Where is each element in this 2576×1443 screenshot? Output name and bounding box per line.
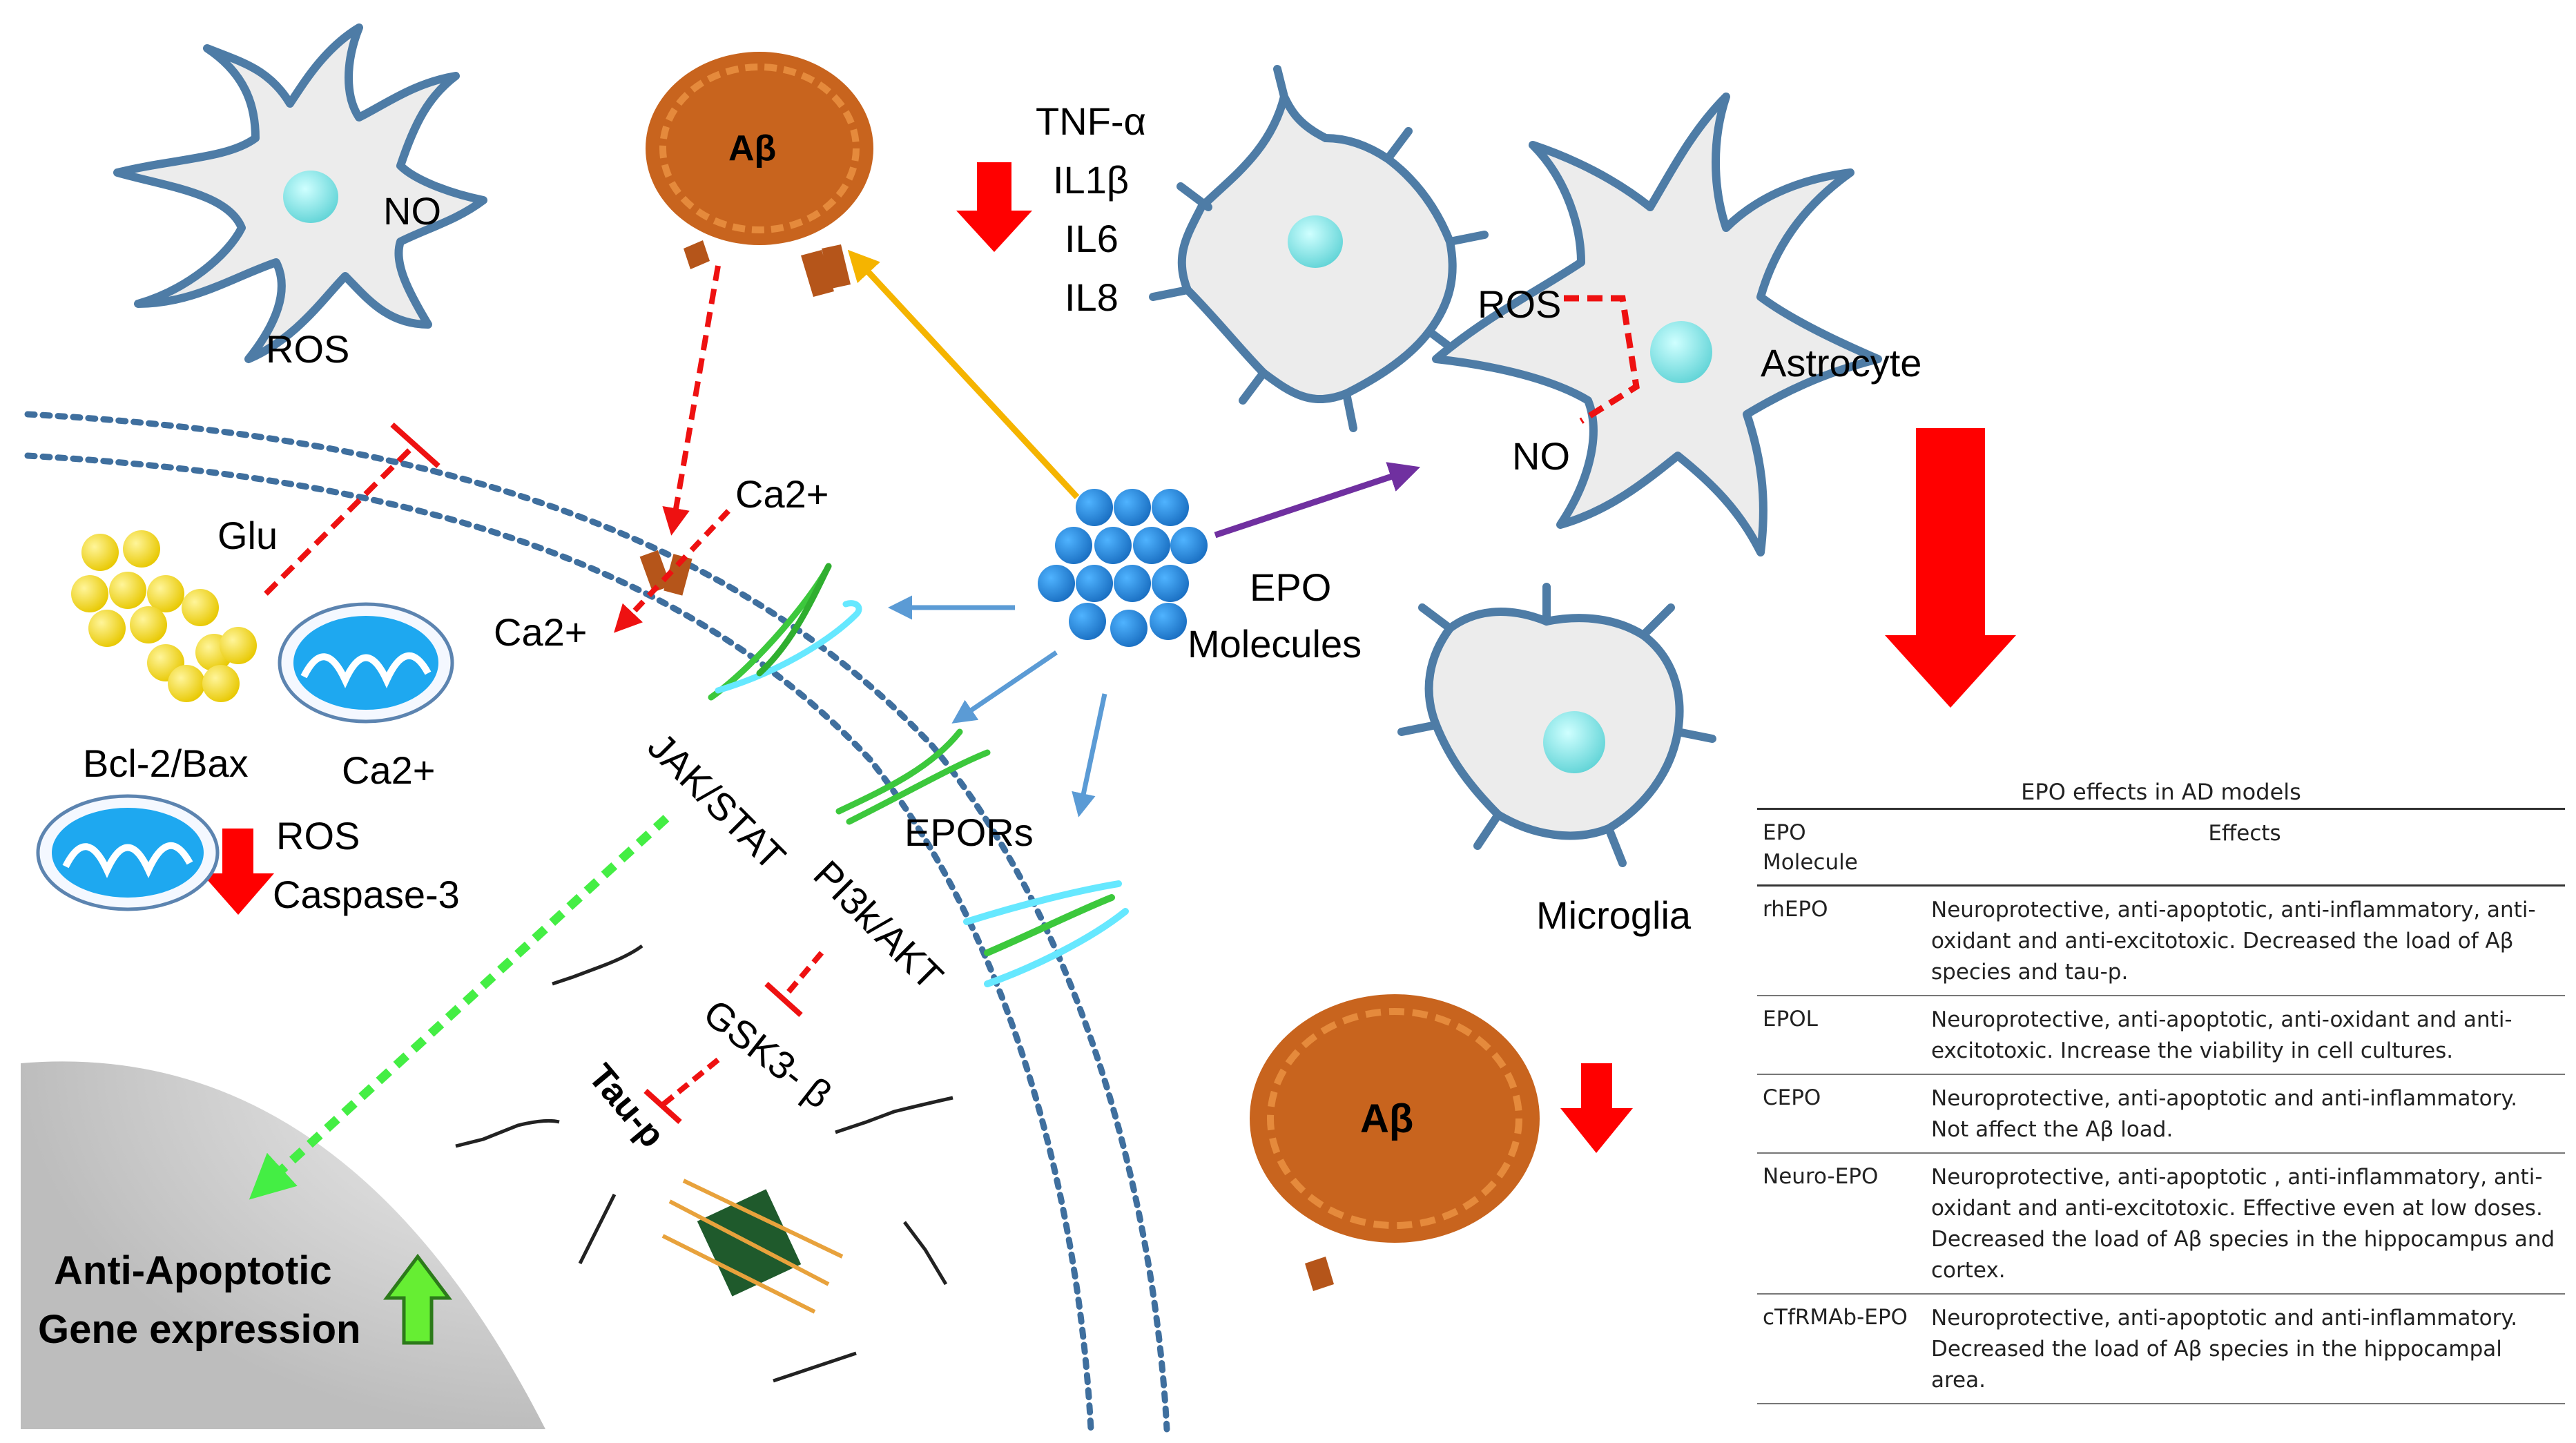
table-cell-molecule: EPOL bbox=[1763, 1007, 1818, 1032]
no-astrocyte-label: NO bbox=[1512, 434, 1570, 478]
table-cell-molecule: rhEPO bbox=[1763, 897, 1828, 922]
ros-mito-label: ROS bbox=[276, 814, 360, 858]
cytokine-il6-label: IL6 bbox=[1065, 217, 1118, 260]
cell-nucleus bbox=[21, 1061, 545, 1429]
epo-receptor-2 bbox=[835, 728, 991, 825]
amyloid-beta-top bbox=[646, 52, 873, 297]
cell-membrane bbox=[24, 411, 1170, 1433]
tau-fibrils bbox=[455, 944, 953, 1383]
table-cell-effects: Neuroprotective, anti-apoptotic, anti-ox… bbox=[1931, 1007, 2512, 1063]
amyloid-beta-bottom-label: Aβ bbox=[1360, 1096, 1413, 1141]
table-header-row: EPO Molecule Effects bbox=[1757, 810, 2565, 887]
ros-neuron-label: ROS bbox=[266, 327, 349, 371]
astrocyte-cell bbox=[1432, 93, 1882, 556]
cytokine-tnf-label: TNF-α bbox=[1036, 99, 1146, 143]
cytokine-il1b-label: IL1β bbox=[1053, 158, 1129, 202]
glutamate-inhibition bbox=[264, 423, 440, 596]
epo-molecules-cluster bbox=[1038, 489, 1208, 647]
jak-stat-label: JAK/STAT bbox=[640, 724, 795, 879]
gsk3b-label: GSK3- β bbox=[696, 991, 840, 1117]
table-cell-molecule: cTfRMAb-EPO bbox=[1763, 1305, 1908, 1330]
table-row: CEPO Neuroprotective, anti-apoptotic and… bbox=[1757, 1075, 2565, 1154]
microglia-cell bbox=[1397, 583, 1716, 867]
table-title: EPO effects in AD models bbox=[1757, 776, 2565, 810]
arrow-jak-to-gene-expression bbox=[249, 815, 670, 1200]
bcl-bax-label: Bcl-2/Bax bbox=[83, 742, 249, 785]
astrocyte-label: Astrocyte bbox=[1761, 341, 1921, 385]
table-cell-molecule: CEPO bbox=[1763, 1085, 1821, 1110]
glutamate-vesicles bbox=[71, 530, 257, 702]
epo-label-line2: Molecules bbox=[1188, 622, 1362, 666]
calcium-mito-label: Ca2+ bbox=[342, 748, 435, 792]
neuron-cell bbox=[113, 23, 487, 363]
arrow-calcium-influx bbox=[614, 509, 730, 633]
arrow-epo-to-amyloid bbox=[847, 249, 1080, 500]
epo-receptor-1 bbox=[708, 563, 862, 701]
arrow-epo-to-receptor-2 bbox=[951, 650, 1058, 724]
microglia-label: Microglia bbox=[1536, 893, 1692, 937]
down-arrow-large bbox=[1885, 428, 2016, 708]
epors-label: EPORs bbox=[904, 811, 1034, 854]
epo-label-line1: EPO bbox=[1250, 565, 1331, 609]
ros-no-inhibition bbox=[1564, 295, 1640, 424]
microglia-top-cell bbox=[1149, 65, 1489, 432]
table-row: rhEPO Neuroprotective, anti-apoptotic, a… bbox=[1757, 887, 2565, 996]
amyloid-beta-top-label: Aβ bbox=[728, 128, 776, 168]
pi3k-akt-label: PI3k/AKT bbox=[806, 852, 952, 998]
table-cell-effects: Neuroprotective, anti-apoptotic , anti-i… bbox=[1931, 1165, 2555, 1283]
table-cell-effects: Neuroprotective, anti-apoptotic and anti… bbox=[1931, 1306, 2518, 1393]
table-cell-molecule: Neuro-EPO bbox=[1763, 1164, 1879, 1189]
table-row: cTfRMAb-EPO Neuroprotective, anti-apopto… bbox=[1757, 1295, 2565, 1404]
pi3k-gsk-inhibition bbox=[764, 951, 824, 1017]
tau-aggregate bbox=[661, 1179, 844, 1314]
ros-astrocyte-label: ROS bbox=[1478, 282, 1561, 326]
amyloid-beta-bottom bbox=[1250, 994, 1540, 1291]
arrow-amyloid-to-channel bbox=[662, 265, 721, 536]
epo-receptor-3 bbox=[963, 880, 1129, 987]
up-arrow-gene-expression bbox=[383, 1253, 452, 1345]
glutamate-label: Glu bbox=[217, 514, 278, 557]
table-cell-effects: Neuroprotective, anti-apoptotic, anti-in… bbox=[1931, 898, 2536, 985]
mitochondrion-2 bbox=[36, 794, 220, 911]
down-arrow-cytokines bbox=[956, 162, 1032, 252]
anti-apoptotic-label-line2: Gene expression bbox=[38, 1307, 360, 1352]
gsk-tau-inhibition bbox=[643, 1057, 720, 1124]
table-row: Neuro-EPO Neuroprotective, anti-apoptoti… bbox=[1757, 1154, 2565, 1295]
arrow-epo-to-astrocyte bbox=[1214, 462, 1421, 539]
calcium-top-label: Ca2+ bbox=[735, 472, 829, 516]
down-arrow-amyloid bbox=[1560, 1063, 1633, 1153]
calcium-left-label: Ca2+ bbox=[494, 610, 587, 654]
cytokine-il8-label: IL8 bbox=[1065, 275, 1118, 319]
effects-table: EPO effects in AD models EPO Molecule Ef… bbox=[1757, 776, 2565, 1404]
table-header-effects: Effects bbox=[2208, 821, 2281, 846]
caspase-label: Caspase-3 bbox=[273, 873, 460, 916]
anti-apoptotic-label-line1: Anti-Apoptotic bbox=[54, 1248, 332, 1293]
calcium-channel bbox=[639, 550, 693, 596]
mitochondrion-1 bbox=[278, 602, 454, 724]
no-neuron-label: NO bbox=[383, 189, 441, 233]
table-row: EPOL Neuroprotective, anti-apoptotic, an… bbox=[1757, 996, 2565, 1075]
arrow-epo-to-receptor-3 bbox=[1072, 693, 1107, 817]
down-arrow-ros bbox=[202, 829, 274, 915]
table-header-molecule: EPO Molecule bbox=[1763, 820, 1858, 875]
table-cell-effects: Neuroprotective, anti-apoptotic and anti… bbox=[1931, 1086, 2518, 1142]
